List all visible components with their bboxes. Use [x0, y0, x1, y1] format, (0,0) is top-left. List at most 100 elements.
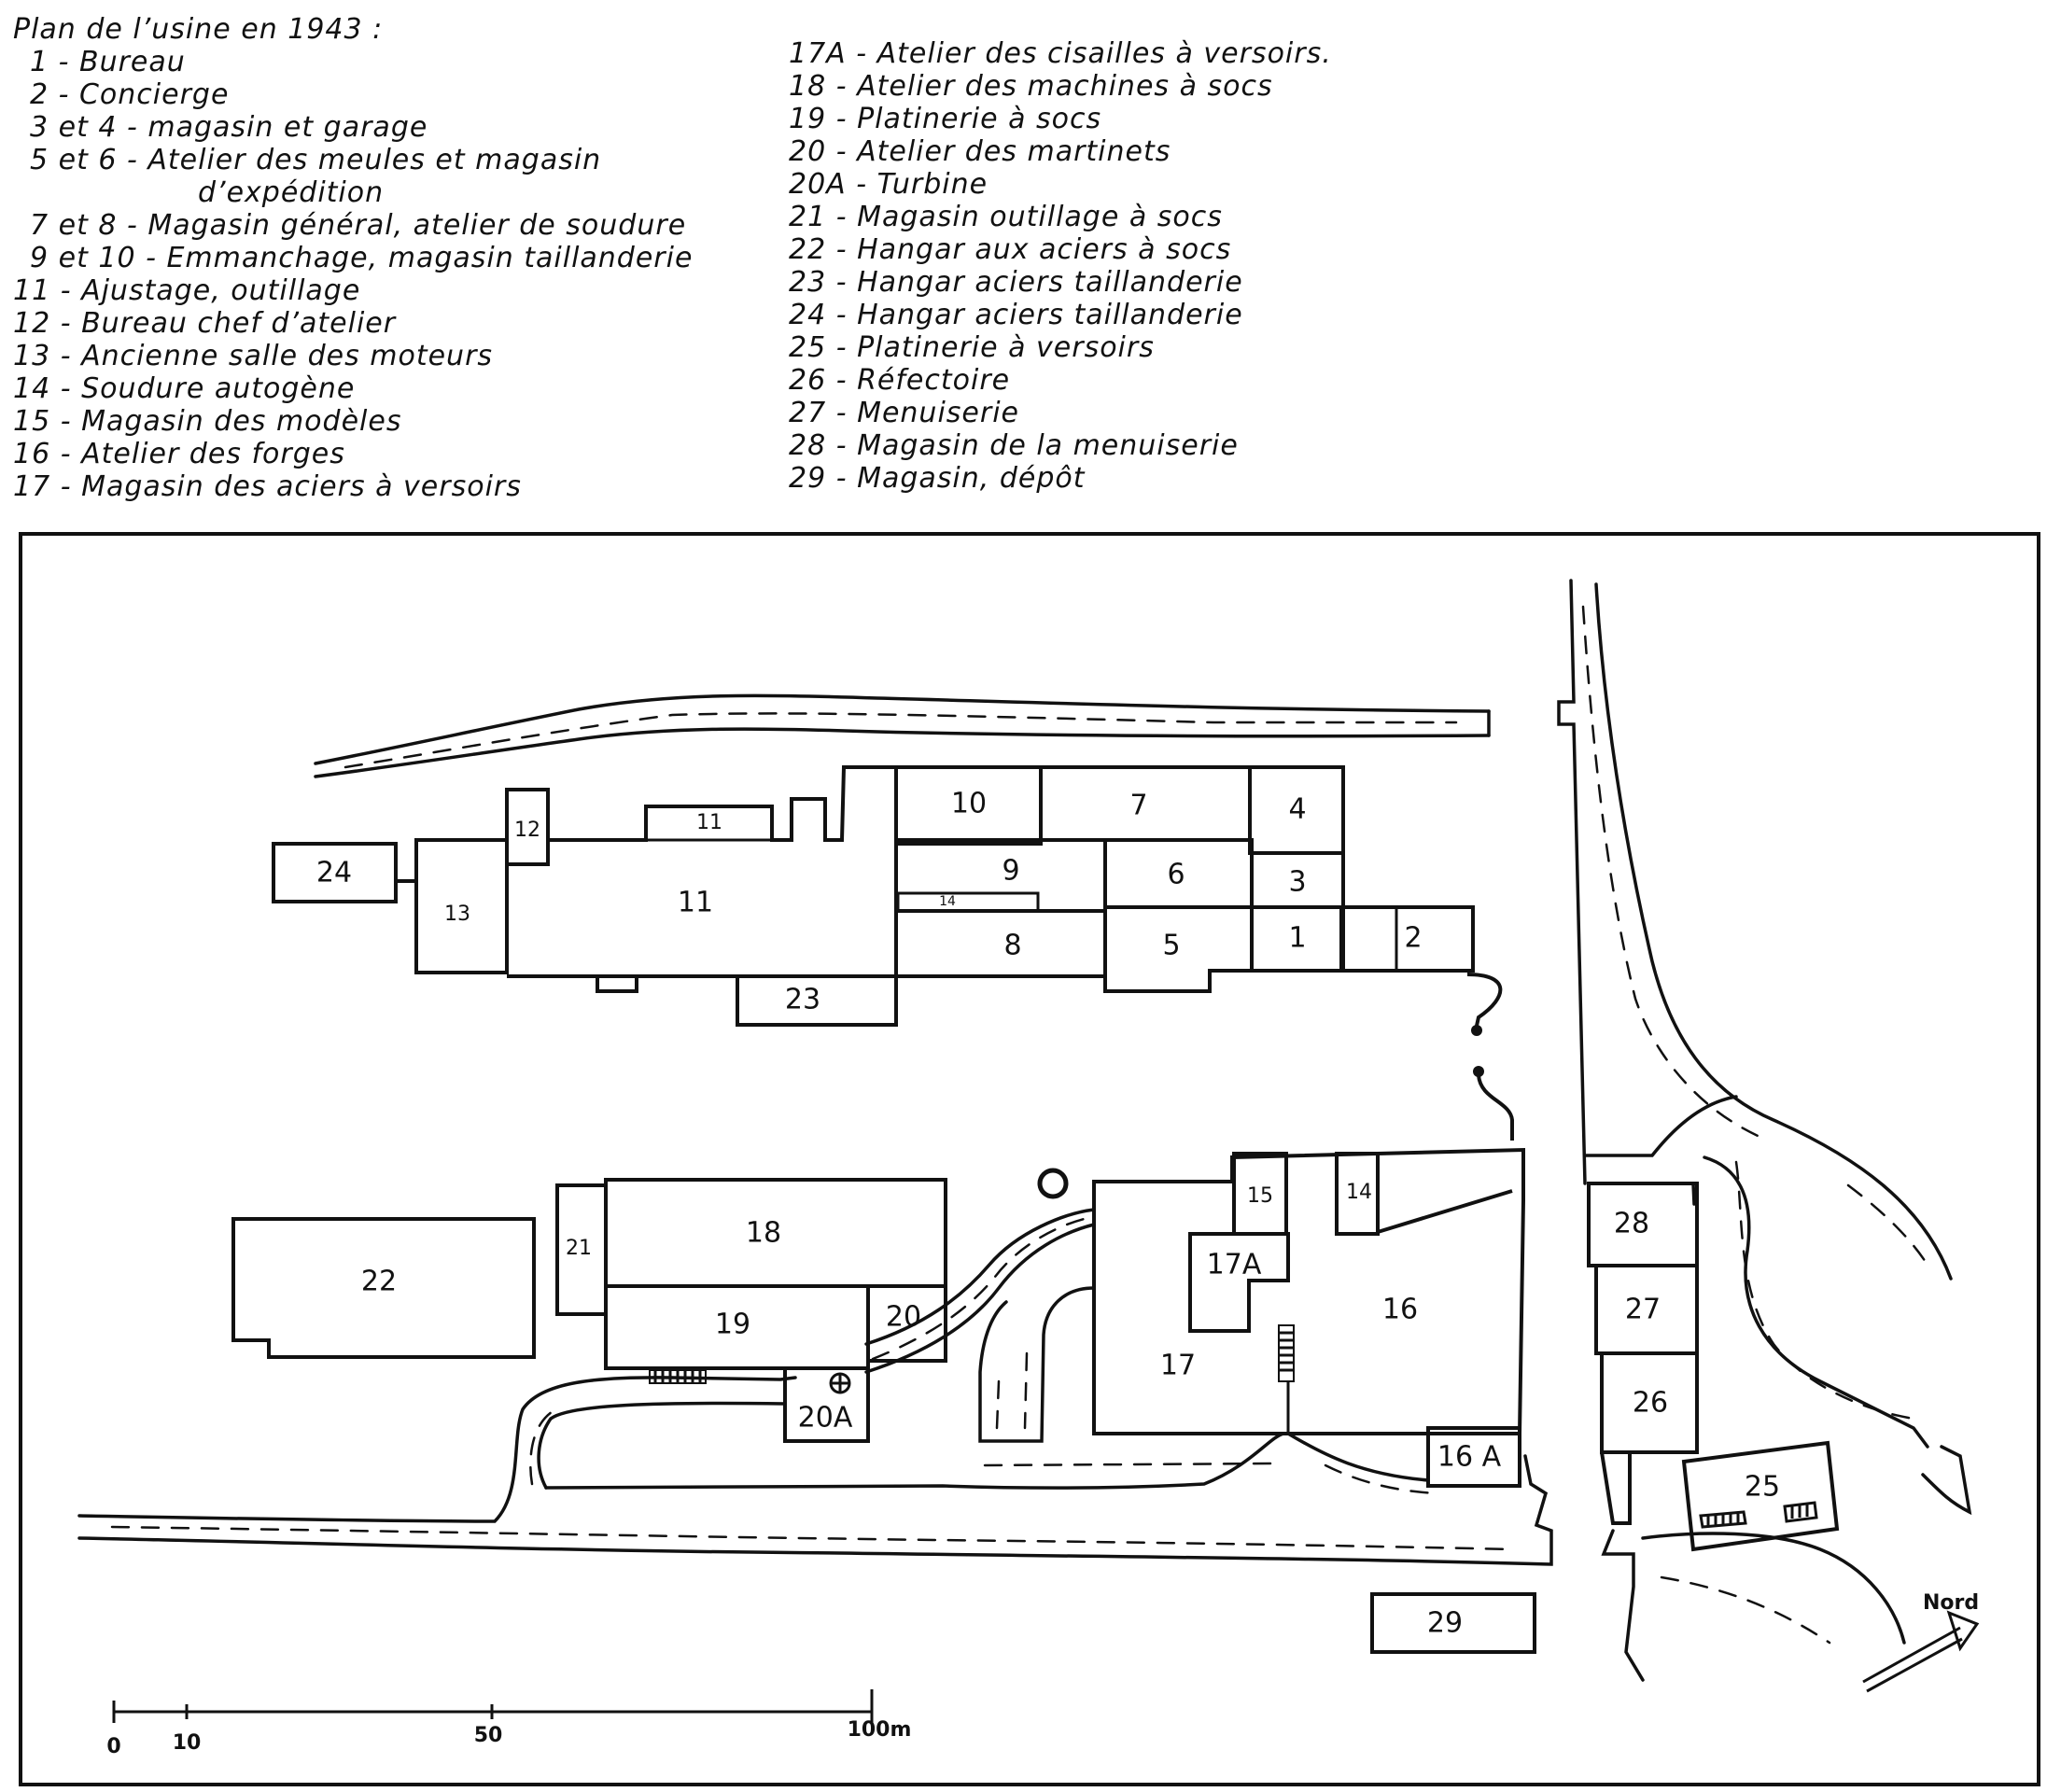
- legend-item: 5 et 6 - Atelier des meules et magasin: [30, 144, 602, 176]
- label-25: 25: [1745, 1471, 1780, 1504]
- building-18: 18: [604, 1178, 947, 1288]
- building-17a: 17A: [1188, 1232, 1290, 1333]
- label-17: 17: [1160, 1350, 1196, 1382]
- scale-label-0: 0: [106, 1735, 120, 1758]
- building-9: 9: [894, 838, 1107, 913]
- building-27: 27: [1594, 1264, 1699, 1355]
- label-8: 8: [1003, 930, 1021, 962]
- building-16: 16: [1092, 1147, 1525, 1435]
- label-19: 19: [715, 1309, 750, 1341]
- legend-item: 17 - Magasin des aciers à versoirs: [13, 470, 522, 503]
- label-10: 10: [951, 788, 987, 820]
- legend-item: 18 - Atelier des machines à socs: [789, 70, 1273, 103]
- legend-item: 20A - Turbine: [789, 168, 988, 201]
- building-26: 26: [1600, 1351, 1699, 1454]
- building-19: 19: [604, 1284, 870, 1370]
- legend-item: 12 - Bureau chef d’atelier: [13, 307, 397, 340]
- legend-item: 29 - Magasin, dépôt: [789, 462, 1086, 495]
- building-6: 6: [1103, 838, 1254, 909]
- label-20a: 20A: [798, 1402, 853, 1435]
- label-7: 7: [1129, 790, 1147, 822]
- legend-item: 1 - Bureau: [30, 46, 186, 78]
- legend-item: 19 - Platinerie à socs: [789, 103, 1102, 135]
- label-4: 4: [1288, 793, 1306, 826]
- label-27: 27: [1625, 1294, 1661, 1326]
- label-11: 11: [678, 887, 713, 919]
- label-26: 26: [1633, 1387, 1668, 1420]
- label-14: 14: [1346, 1181, 1372, 1204]
- legend-item: 13 - Ancienne salle des moteurs: [13, 340, 494, 372]
- stair-25-east: [1783, 1501, 1818, 1523]
- scale-label-50: 50: [474, 1724, 503, 1747]
- label-22: 22: [361, 1266, 397, 1298]
- building-14: 14: [1335, 1152, 1513, 1236]
- label-29: 29: [1427, 1607, 1463, 1640]
- label-23: 23: [785, 984, 820, 1016]
- road-middle: [864, 1208, 1096, 1443]
- building-15: 15: [1232, 1152, 1288, 1236]
- label-13: 13: [444, 903, 470, 926]
- gate-curve: [1252, 969, 1503, 1035]
- building-13: 13: [414, 838, 509, 974]
- road-east: [1557, 579, 1953, 1449]
- building-12: 12: [505, 788, 550, 866]
- scale-bar: 0 10 50 100m: [106, 1689, 911, 1758]
- building-20: 20: [866, 1284, 947, 1363]
- legend-item: 7 et 8 - Magasin général, atelier de sou…: [30, 209, 687, 242]
- stair-hatch: [649, 1369, 707, 1384]
- stair-forge: [1278, 1324, 1295, 1434]
- label-21: 21: [566, 1237, 592, 1260]
- legend-item: d’expédition: [198, 176, 385, 209]
- gate-curve-lower: [1477, 1074, 1514, 1141]
- legend-item: 2 - Concierge: [30, 78, 230, 111]
- label-16a: 16 A: [1437, 1441, 1502, 1474]
- label-12: 12: [514, 819, 540, 842]
- label-3: 3: [1288, 866, 1306, 899]
- label-11-small: 11: [696, 811, 722, 834]
- building-2: 2: [1339, 905, 1475, 973]
- building-1: 1: [1250, 905, 1345, 973]
- legend-item: 15 - Magasin des modèles: [13, 405, 402, 438]
- label-28: 28: [1614, 1208, 1649, 1240]
- building-22: 22: [231, 1217, 536, 1359]
- scale-label-100: 100m: [848, 1718, 912, 1742]
- building-20a: 20A: [783, 1366, 870, 1443]
- legend-item: 22 - Hangar aux aciers à socs: [789, 233, 1232, 266]
- legend-item: 23 - Hangar aciers taillanderie: [789, 266, 1243, 299]
- building-7: 7: [1039, 765, 1252, 842]
- building-8: 8: [894, 909, 1107, 978]
- legend-item: 9 et 10 - Emmanchage, magasin taillander…: [30, 242, 694, 274]
- building-16a: 16 A: [1426, 1426, 1521, 1488]
- legend-item: 24 - Hangar aciers taillanderie: [789, 299, 1243, 331]
- building-21: 21: [555, 1183, 608, 1316]
- legend-item: 25 - Platinerie à versoirs: [789, 331, 1155, 364]
- road-south: [77, 1376, 1972, 1682]
- legend-item: 17A - Atelier des cisailles à versoirs.: [789, 37, 1332, 70]
- legend-item: 3 et 4 - magasin et garage: [30, 111, 428, 144]
- building-23: 23: [736, 974, 898, 1027]
- building-5: 5: [1103, 905, 1254, 993]
- building-25: 25: [1681, 1440, 1840, 1552]
- label-15: 15: [1247, 1184, 1273, 1208]
- label-5: 5: [1162, 930, 1180, 962]
- legend-item: 28 - Magasin de la menuiserie: [789, 429, 1239, 462]
- legend-item: 21 - Magasin outillage à socs: [789, 201, 1223, 233]
- building-10: 10: [894, 765, 1043, 846]
- building-29: 29: [1370, 1592, 1536, 1654]
- legend-item: 11 - Ajustage, outillage: [13, 274, 361, 307]
- turbine-symbol: [829, 1372, 851, 1394]
- legend-item: 14 - Soudure autogène: [13, 372, 356, 405]
- building-11: 11 11: [507, 765, 898, 1027]
- map-frame: [19, 532, 2040, 1786]
- label-14-small: 14: [939, 894, 956, 909]
- label-17a: 17A: [1207, 1249, 1262, 1281]
- river: [314, 693, 1491, 778]
- building-14-strip: 14: [896, 891, 1040, 913]
- label-1: 1: [1288, 922, 1306, 955]
- north-arrow: Nord: [1862, 1591, 1980, 1693]
- label-20: 20: [886, 1301, 921, 1334]
- gate-post: [1473, 1066, 1484, 1077]
- legend-item: 20 - Atelier des martinets: [789, 135, 1171, 168]
- connector-24-13: [396, 842, 418, 883]
